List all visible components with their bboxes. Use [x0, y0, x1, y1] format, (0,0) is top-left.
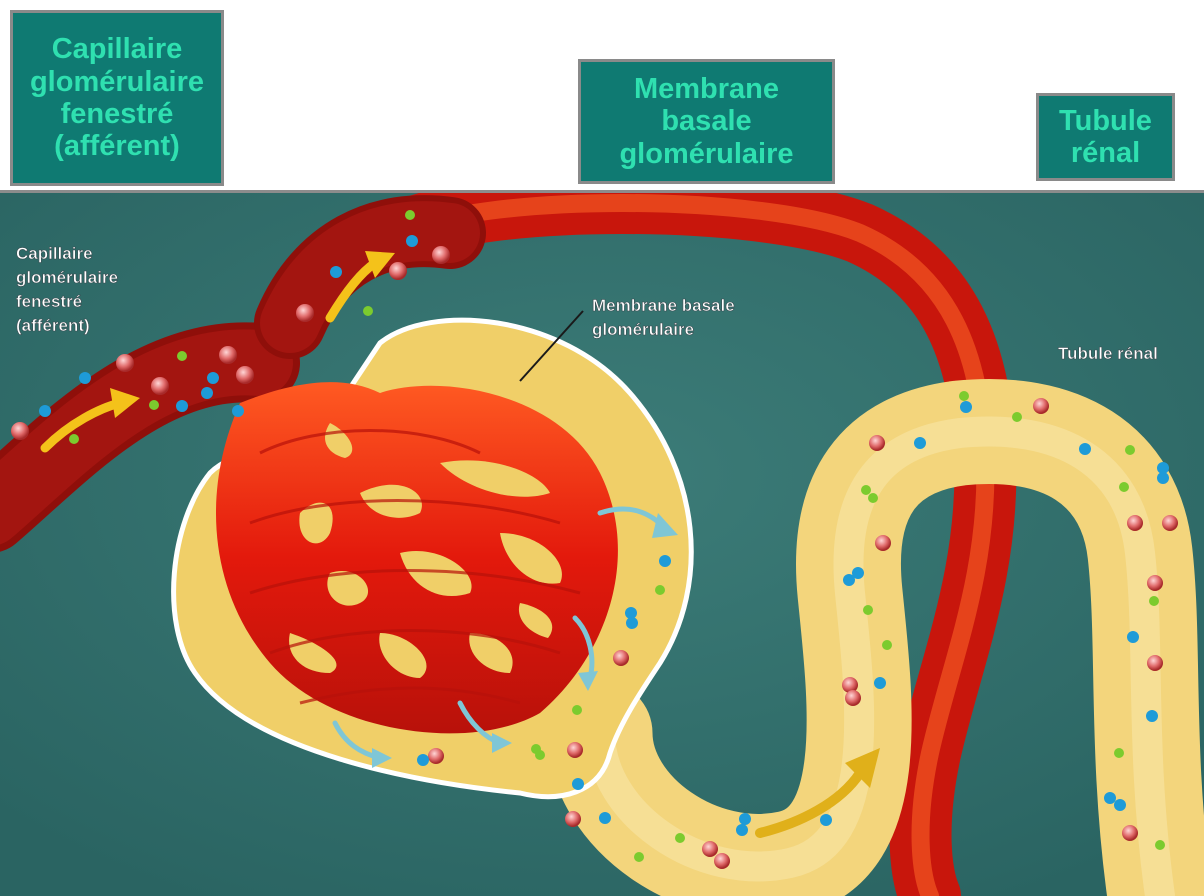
diagram-label-capillaire-4: (afférent) — [16, 316, 90, 335]
diagram-label-capillaire-3: fenestré — [16, 292, 82, 311]
label-membrane-text: Membrane basale glomérulaire — [619, 73, 793, 170]
diagram-label-membrane-2: glomérulaire — [592, 320, 694, 339]
label-tubule-text: Tubule rénal — [1059, 105, 1152, 170]
label-capillaire-text: Capillaire glomérulaire fenestré (affére… — [30, 33, 204, 163]
glomerulus-svg: Capillaire glomérulaire fenestré (affére… — [0, 193, 1204, 896]
label-box-membrane: Membrane basale glomérulaire — [578, 59, 835, 184]
diagram-label-capillaire-1: Capillaire — [16, 244, 93, 263]
glomerulus-illustration: Capillaire glomérulaire fenestré (affére… — [0, 193, 1204, 896]
diagram-label-membrane-1: Membrane basale — [592, 296, 735, 315]
diagram-label-tubule: Tubule rénal — [1058, 344, 1158, 363]
diagram-label-capillaire-2: glomérulaire — [16, 268, 118, 287]
label-box-tubule: Tubule rénal — [1036, 93, 1175, 181]
label-box-capillaire: Capillaire glomérulaire fenestré (affére… — [10, 10, 224, 186]
